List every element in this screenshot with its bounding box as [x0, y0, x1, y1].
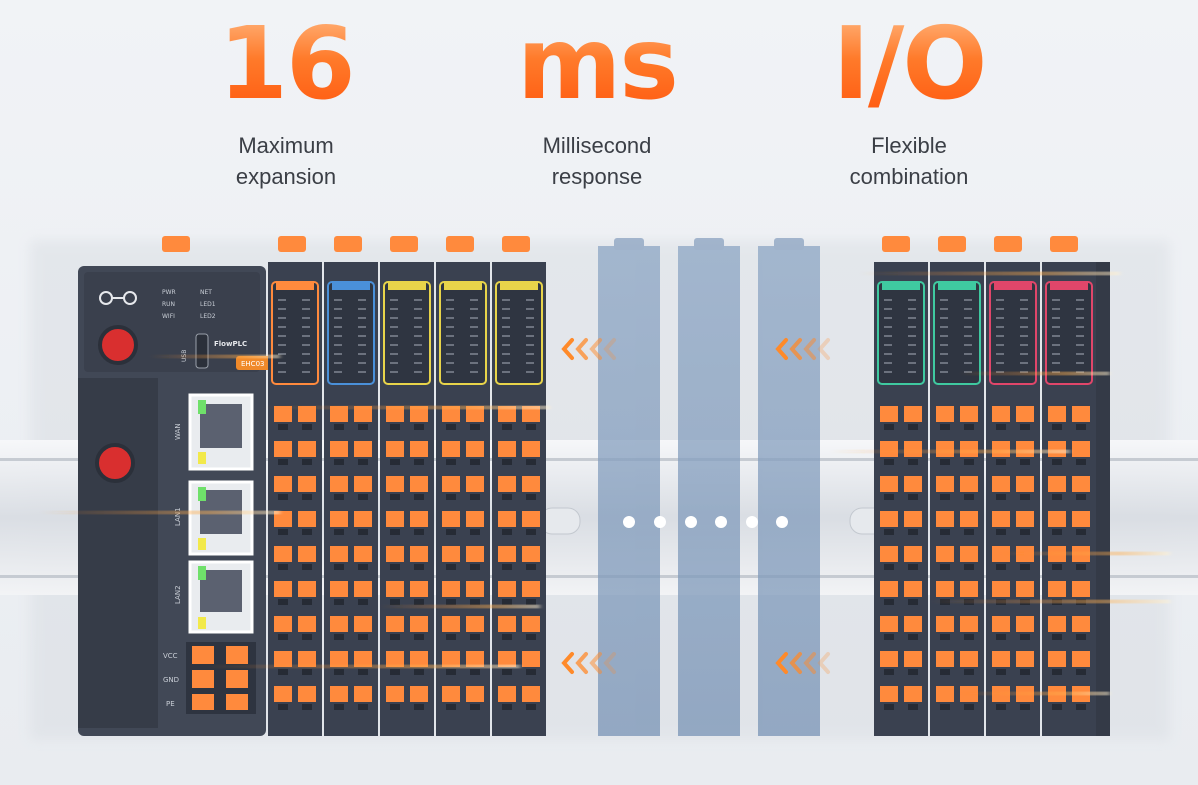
port-label-lan2: LAN2	[174, 585, 182, 604]
ellipsis-dots	[623, 516, 788, 528]
stat-value: 16	[126, 14, 446, 114]
module-top-clips	[162, 236, 1078, 252]
red-knob-top	[98, 325, 138, 365]
top-clip	[994, 236, 1022, 252]
stat-expansion: 16 Maximum expansion	[126, 0, 446, 192]
led-label: RUN	[162, 301, 175, 308]
io-module	[324, 262, 378, 736]
stat-io: I/O Flexible combination	[749, 0, 1069, 192]
usb-port	[195, 333, 209, 369]
io-module	[986, 262, 1040, 736]
power-terminal	[186, 642, 256, 714]
top-clip	[502, 236, 530, 252]
top-clip	[938, 236, 966, 252]
top-clip	[162, 236, 190, 252]
stat-caption: Maximum expansion	[235, 133, 337, 189]
stat-value: I/O	[749, 14, 1069, 114]
top-clip	[334, 236, 362, 252]
chevron-left-icon	[561, 338, 830, 674]
led-label: LED1	[200, 301, 216, 308]
power-label-pe: PE	[166, 700, 175, 708]
io-module	[492, 262, 546, 736]
stat-value: ms	[437, 14, 757, 114]
port-label-lan1: LAN1	[174, 507, 182, 526]
red-knob-bottom	[95, 443, 135, 483]
power-label-gnd: GND	[163, 676, 179, 684]
ghost-modules	[598, 238, 820, 736]
brand-label: FlowPLC	[214, 340, 247, 348]
link-icon	[99, 291, 137, 305]
io-module	[380, 262, 434, 736]
power-label-vcc: VCC	[163, 652, 178, 660]
light-streaks	[40, 272, 1170, 695]
stat-caption: Flexible combination	[849, 133, 969, 189]
io-module	[874, 262, 928, 736]
top-clip	[1050, 236, 1078, 252]
io-module	[930, 262, 984, 736]
led-label: LED2	[200, 313, 216, 320]
top-clip	[446, 236, 474, 252]
io-module	[1042, 262, 1096, 736]
stat-caption: Millisecond response	[542, 133, 652, 189]
top-clip	[278, 236, 306, 252]
port-label-wan: WAN	[174, 423, 182, 440]
led-label: WIFI	[162, 313, 175, 320]
controller-body: PWR NET RUN LED1 WIFI LED2 FlowPLC EHC03…	[78, 266, 276, 736]
led-label: PWR	[162, 289, 176, 296]
io-module	[268, 262, 322, 736]
model-badge	[236, 356, 276, 370]
top-clip	[390, 236, 418, 252]
led-label: NET	[200, 289, 212, 296]
io-module	[436, 262, 490, 736]
stat-response: ms Millisecond response	[437, 0, 757, 192]
end-cap	[1096, 262, 1110, 736]
model-label: EHC03	[241, 360, 264, 368]
top-clip	[882, 236, 910, 252]
io-modules	[268, 262, 1110, 736]
